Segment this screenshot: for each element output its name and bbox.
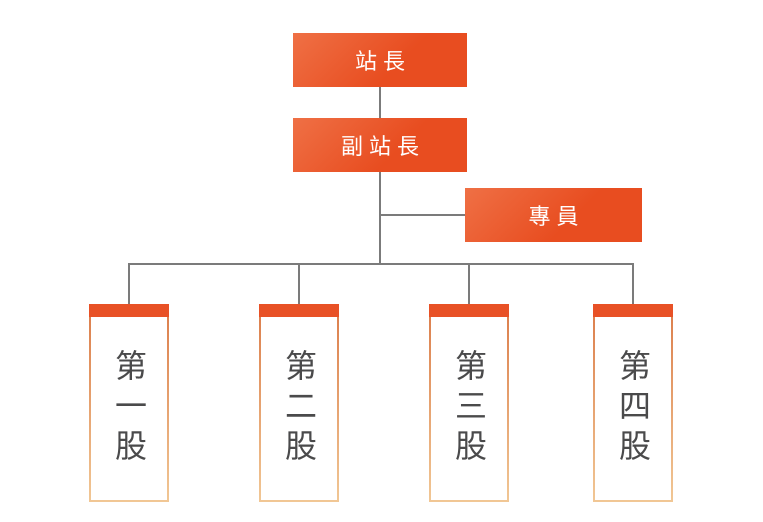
connector-deputy-trunk xyxy=(379,172,381,265)
section-1-header-bar xyxy=(89,304,169,317)
section-box-2: 第二股 xyxy=(259,304,339,502)
node-specialist-label: 專員 xyxy=(528,204,585,229)
node-station-master-label: 站長 xyxy=(354,49,411,74)
section-2-header-bar xyxy=(259,304,339,317)
connector-drop-section-3 xyxy=(468,263,470,305)
connector-root-to-deputy xyxy=(379,87,381,118)
section-4-header-bar xyxy=(593,304,673,317)
section-4-body: 第四股 xyxy=(595,317,671,500)
section-1-label: 第一股 xyxy=(111,348,147,469)
section-box-3: 第三股 xyxy=(429,304,509,502)
section-box-4: 第四股 xyxy=(593,304,673,502)
section-3-body: 第三股 xyxy=(431,317,507,500)
section-1-body: 第一股 xyxy=(91,317,167,500)
connector-distribution-bar xyxy=(128,263,634,265)
section-3-header-bar xyxy=(429,304,509,317)
section-3-label: 第三股 xyxy=(451,348,487,469)
node-deputy-station-master: 副站長 xyxy=(293,118,467,172)
connector-to-specialist xyxy=(380,214,465,216)
node-station-master: 站長 xyxy=(293,33,467,87)
section-4-label: 第四股 xyxy=(615,348,651,469)
node-specialist: 專員 xyxy=(465,188,642,242)
section-2-body: 第二股 xyxy=(261,317,337,500)
connector-drop-section-2 xyxy=(298,263,300,305)
node-deputy-station-master-label: 副站長 xyxy=(340,134,425,159)
connector-drop-section-4 xyxy=(632,263,634,305)
section-2-label: 第二股 xyxy=(281,348,317,469)
section-box-1: 第一股 xyxy=(89,304,169,502)
connector-drop-section-1 xyxy=(128,263,130,305)
